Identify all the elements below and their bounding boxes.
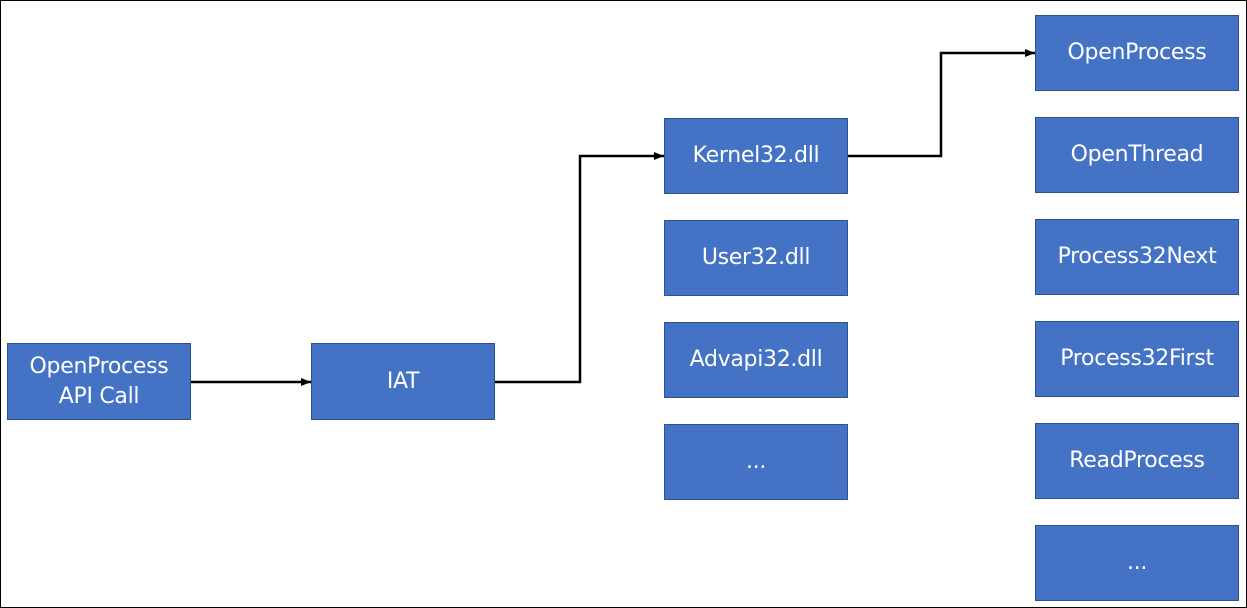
dll-node-kernel32: Kernel32.dll [664,118,848,194]
function-node-process32next: Process32Next [1035,219,1239,295]
function-label: OpenProcess [1067,40,1207,65]
function-node-readprocess: ReadProcess [1035,423,1239,499]
dll-label: User32.dll [701,245,811,270]
function-node-more: ... [1035,525,1239,601]
function-label: OpenThread [1070,142,1204,167]
dll-label: Advapi32.dll [689,347,823,372]
dll-label: ... [745,449,767,474]
function-label: ... [1126,550,1148,575]
function-label: ReadProcess [1069,448,1205,473]
function-node-openprocess: OpenProcess [1035,15,1239,91]
function-node-openthread: OpenThread [1035,117,1239,193]
api-call-label-line2: API Call [58,383,140,409]
api-call-node: OpenProcess API Call [7,343,191,420]
dll-node-user32: User32.dll [664,220,848,296]
dll-label: Kernel32.dll [692,143,820,168]
iat-label: IAT [386,368,420,394]
iat-node: IAT [311,343,495,420]
function-node-process32first: Process32First [1035,321,1239,397]
api-call-label-line1: OpenProcess [29,353,169,379]
dll-node-advapi32: Advapi32.dll [664,322,848,398]
function-label: Process32Next [1057,244,1217,269]
dll-node-more: ... [664,424,848,500]
function-label: Process32First [1060,346,1214,371]
